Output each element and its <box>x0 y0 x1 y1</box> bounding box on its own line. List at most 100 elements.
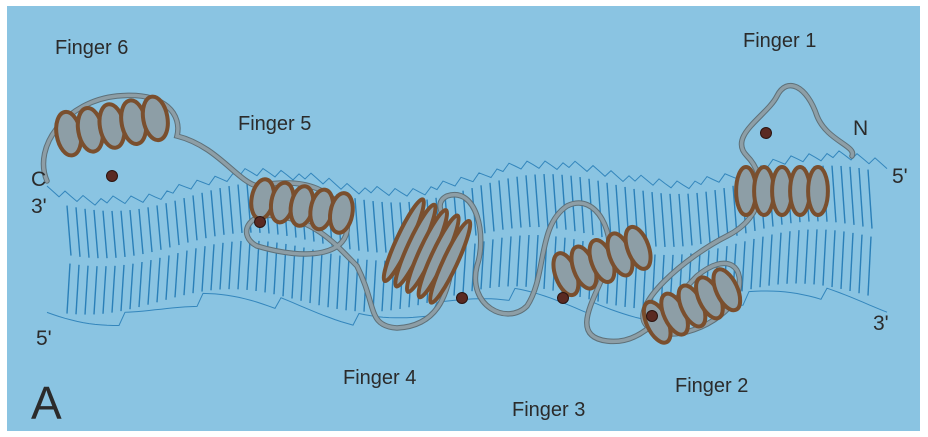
dna-right-bottom-end-label: 3' <box>873 313 889 334</box>
n-terminus-label: N <box>853 118 868 139</box>
dna-base <box>76 265 79 314</box>
dna-base <box>769 235 772 286</box>
dna-base <box>328 254 331 308</box>
dna-base <box>868 170 872 229</box>
dna-base <box>661 193 665 247</box>
dna-base <box>76 207 80 256</box>
dna-base <box>94 210 98 258</box>
dna-base <box>760 237 763 288</box>
finger-3-label: Finger 3 <box>512 400 585 420</box>
dna-base <box>742 241 745 291</box>
dna-base <box>94 266 97 314</box>
dna-base <box>598 181 602 237</box>
dna-base <box>346 257 349 310</box>
zinc-atom <box>107 171 118 182</box>
finger-1-label: Finger 1 <box>743 31 816 51</box>
zinc-atom <box>255 217 266 228</box>
dna-base <box>508 178 512 228</box>
dna-base <box>193 248 196 293</box>
dna-base <box>238 185 242 233</box>
zinc-atom <box>761 128 772 139</box>
dna-base <box>850 233 853 291</box>
dna-base <box>544 174 548 227</box>
dna-base <box>220 243 223 290</box>
dna-base <box>310 250 313 304</box>
dna-base <box>841 166 845 223</box>
dna-base <box>499 238 502 287</box>
dna-base <box>175 201 179 245</box>
dna-left-bottom-end-label: 5' <box>36 328 52 349</box>
dna-base <box>202 246 205 291</box>
dna-base <box>841 231 844 288</box>
dna-base <box>247 241 250 290</box>
dna-base <box>562 175 566 230</box>
dna-base <box>490 183 494 232</box>
helix-turn <box>808 167 828 215</box>
dna-base <box>139 262 142 307</box>
dna-base <box>490 239 493 288</box>
dna-base <box>814 229 817 284</box>
dna-right-top-end-label: 5' <box>892 166 908 187</box>
dna-base <box>229 186 233 234</box>
dna-base <box>67 206 71 256</box>
dna-base <box>175 253 178 297</box>
dna-base <box>526 235 529 287</box>
dna-base <box>526 175 530 227</box>
dna-base <box>517 236 520 287</box>
dna-base <box>751 239 754 289</box>
dna-base <box>193 195 197 240</box>
dna-base <box>148 260 151 305</box>
dna-base <box>355 198 359 251</box>
dna-base <box>184 251 187 296</box>
dna-base <box>130 210 134 256</box>
dna-base <box>166 203 170 247</box>
dna-base <box>121 211 125 257</box>
dna-base <box>778 233 781 285</box>
dna-base <box>220 188 224 235</box>
dna-base <box>805 230 808 284</box>
dna-base <box>112 266 115 313</box>
dna-base <box>787 231 790 284</box>
figure-panel: Finger 6 Finger 5 Finger 1 Finger 4 Fing… <box>7 6 920 431</box>
dna-base <box>337 256 340 309</box>
finger-5-label: Finger 5 <box>238 114 311 134</box>
panel-letter: A <box>31 380 62 426</box>
dna-base <box>157 205 161 249</box>
finger-6-helix <box>53 95 171 158</box>
dna-base <box>535 174 539 227</box>
finger-2-label: Finger 2 <box>675 376 748 396</box>
dna-backbone-bottom <box>47 288 887 325</box>
dna-base <box>229 242 232 290</box>
dna-base <box>652 192 656 246</box>
finger-4-label: Finger 4 <box>343 368 416 388</box>
dna-base <box>184 198 188 243</box>
dna-base <box>724 188 728 238</box>
dna-base <box>688 194 692 246</box>
dna-base <box>715 190 719 240</box>
dna-base <box>706 192 710 243</box>
dna-base <box>112 211 116 258</box>
dna-base <box>238 241 241 289</box>
finger-1-helix <box>736 167 828 215</box>
dna-base <box>166 255 169 299</box>
dna-base <box>202 193 206 238</box>
dna-base <box>103 211 107 259</box>
zinc-atom <box>457 293 468 304</box>
protein-dna-structure <box>7 6 920 431</box>
dna-base <box>373 201 377 252</box>
dna-base <box>868 237 871 296</box>
dna-base <box>517 177 521 228</box>
dna-base <box>796 230 799 283</box>
dna-base <box>364 200 368 252</box>
dna-base <box>859 235 862 294</box>
dna-base <box>103 266 106 314</box>
dna-base <box>832 230 835 287</box>
dna-base <box>508 236 511 286</box>
dna-base <box>211 244 214 290</box>
dna-base <box>679 194 683 246</box>
dna-base <box>211 190 215 236</box>
finger-4-helix <box>378 196 475 305</box>
dna-base <box>130 264 133 310</box>
dna-base <box>859 168 863 227</box>
dna-base <box>139 209 143 254</box>
